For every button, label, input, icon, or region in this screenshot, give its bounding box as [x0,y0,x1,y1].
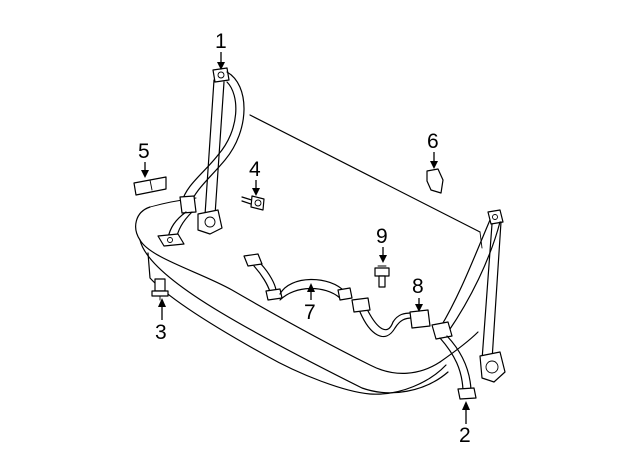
callout-labels: 1 2 3 4 5 6 7 8 9 [138,30,471,447]
part-4-bolt [241,195,265,211]
callout-arrows [141,52,470,424]
callout-8: 8 [412,275,424,298]
part-9-bolt [374,265,390,288]
callout-1: 1 [215,30,227,53]
callout-3: 3 [155,321,167,344]
part-6-clip [426,168,444,194]
callout-9: 9 [376,225,388,248]
callout-4: 4 [249,158,261,181]
seat-cushion [135,114,483,395]
part-8-buckle-strap [351,297,431,338]
part-7-center-belt [243,253,353,301]
part-5-cover [133,176,167,196]
callout-2: 2 [459,424,471,447]
part-3-bolt [151,278,169,301]
left-seat-belt-assembly [157,67,245,247]
callout-7: 7 [304,301,316,324]
right-seat-belt-assembly [431,209,506,400]
callout-5: 5 [138,140,150,163]
callout-6: 6 [427,130,439,153]
